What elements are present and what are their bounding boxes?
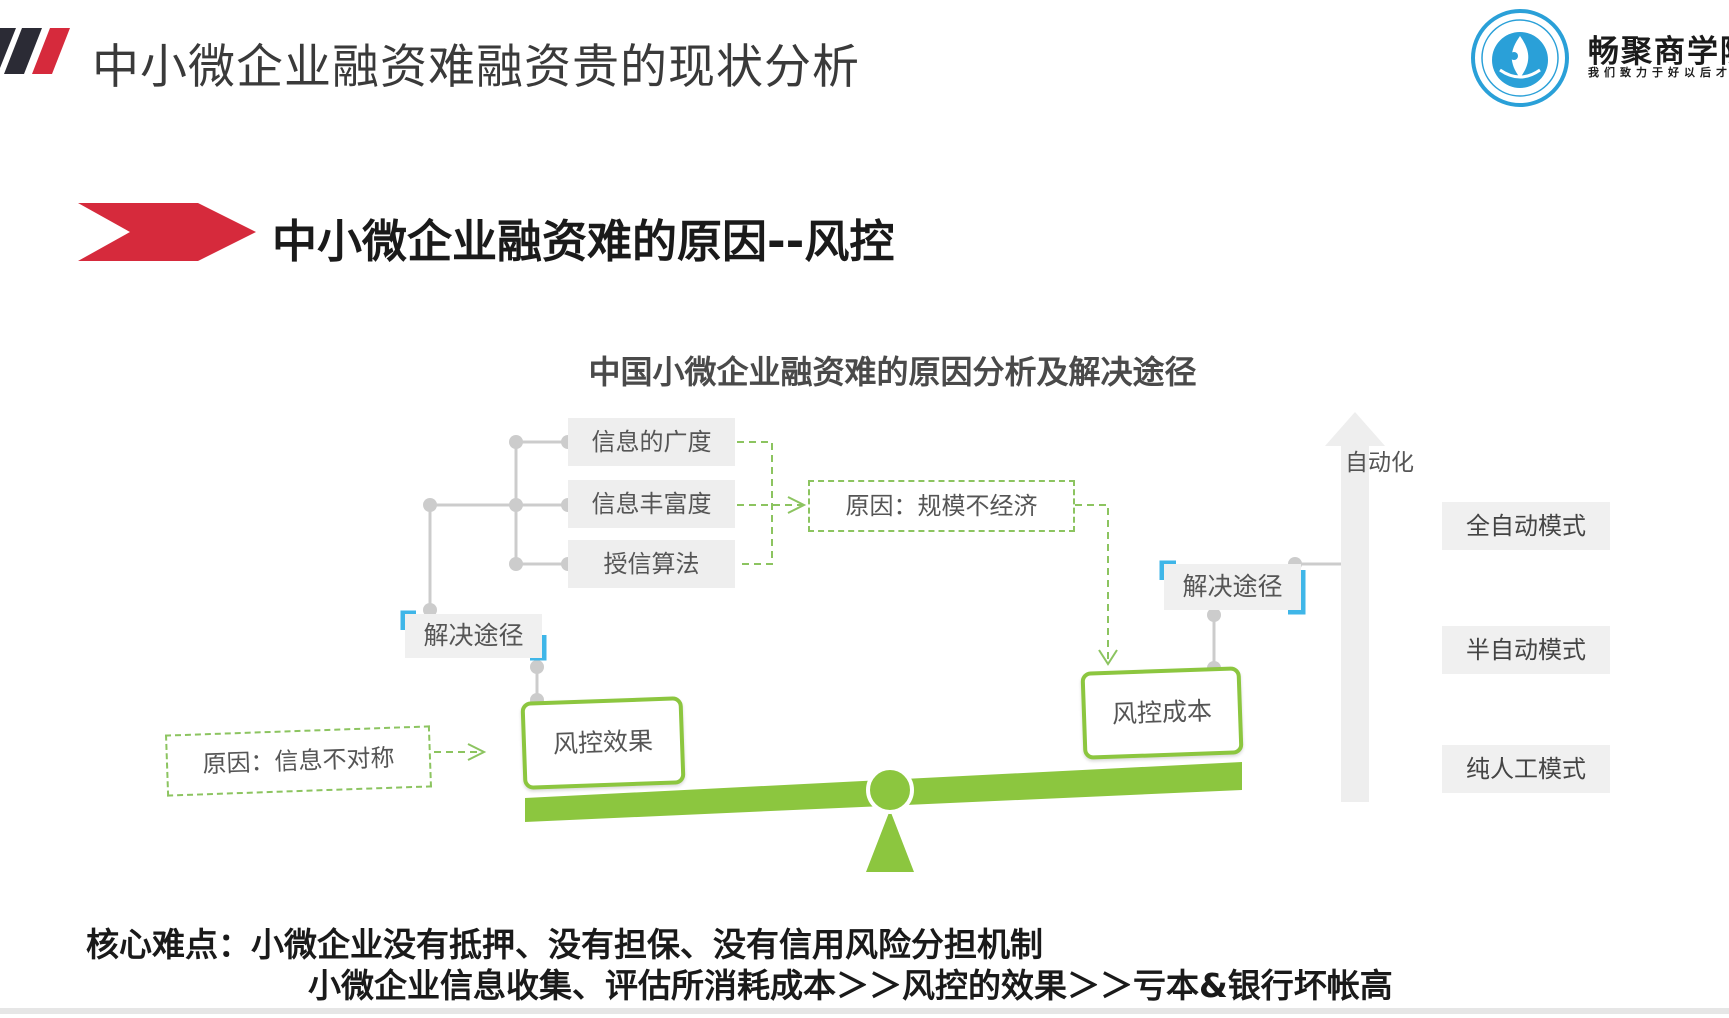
balance-fulcrum-icon [866, 768, 914, 872]
brand-name: 畅聚商学院 [1588, 34, 1729, 70]
solution-label-left: 解决途径 [405, 614, 542, 658]
risk-cost-box: 风控成本 [1080, 666, 1244, 760]
slash-decoration-icon [0, 28, 70, 74]
core-difficulty-line-2: 小微企业信息收集、评估所消耗成本＞＞风控的效果＞＞亏本&银行坏帐高 [308, 966, 1393, 1005]
diagram-title: 中国小微企业融资难的原因分析及解决途径 [588, 353, 1197, 391]
cause-box-info-richness: 信息丰富度 [568, 480, 735, 528]
cause-box-info-breadth: 信息的广度 [568, 418, 735, 466]
core-difficulty-line-1: 核心难点：小微企业没有抵押、没有担保、没有信用风险分担机制 [86, 925, 1043, 964]
up-arrow-icon [1325, 412, 1385, 802]
mode-semi-automatic: 半自动模式 [1442, 626, 1610, 674]
reason-box-scale: 原因：规模不经济 [808, 480, 1075, 532]
bottom-divider [0, 1008, 1729, 1014]
brand-logo-icon [1471, 9, 1569, 107]
solution-label-right: 解决途径 [1164, 564, 1301, 610]
brand-slogan: 我们致力于好以后才能 [1588, 66, 1729, 79]
red-arrow-icon [78, 203, 256, 261]
reason-box-info-asymmetry: 原因：信息不对称 [164, 725, 433, 797]
risk-effect-box: 风控效果 [520, 696, 686, 790]
mode-manual: 纯人工模式 [1442, 745, 1610, 793]
section-title: 中小微企业融资难的原因--风控 [272, 215, 895, 268]
cause-box-credit-algorithm: 授信算法 [568, 540, 735, 588]
automation-axis-label: 自动化 [1345, 450, 1414, 476]
slide-title: 中小微企业融资难融资贵的现状分析 [92, 40, 860, 95]
mode-fully-automatic: 全自动模式 [1442, 502, 1610, 550]
